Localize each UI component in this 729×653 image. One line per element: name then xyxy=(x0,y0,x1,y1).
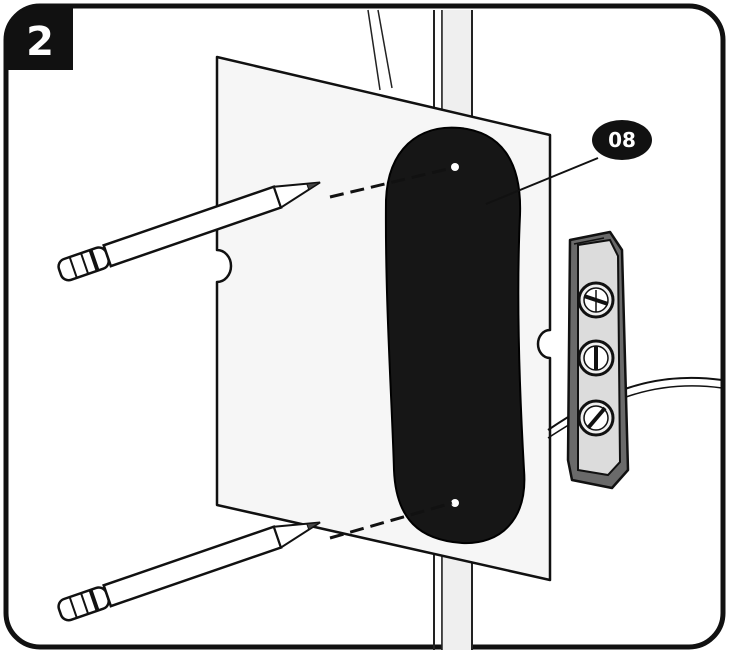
pencil-icon xyxy=(57,521,321,622)
callout-08: 08 xyxy=(592,120,652,160)
pencil-icon xyxy=(57,181,321,282)
terminal-screw-icon xyxy=(577,339,615,377)
callout-leader xyxy=(485,157,599,205)
step-badge: 2 xyxy=(6,6,73,70)
guide-line-bottom xyxy=(329,501,453,540)
callout-label: 08 xyxy=(608,128,636,152)
terminal-block xyxy=(566,230,630,490)
terminal-screw-icon xyxy=(577,399,615,437)
pad-hole-top xyxy=(451,163,459,171)
step-number: 2 xyxy=(26,19,54,65)
cable xyxy=(547,376,723,431)
terminal-screw-icon xyxy=(577,281,615,319)
pad-hole-bottom xyxy=(451,499,459,507)
sensor-pad xyxy=(384,126,526,545)
